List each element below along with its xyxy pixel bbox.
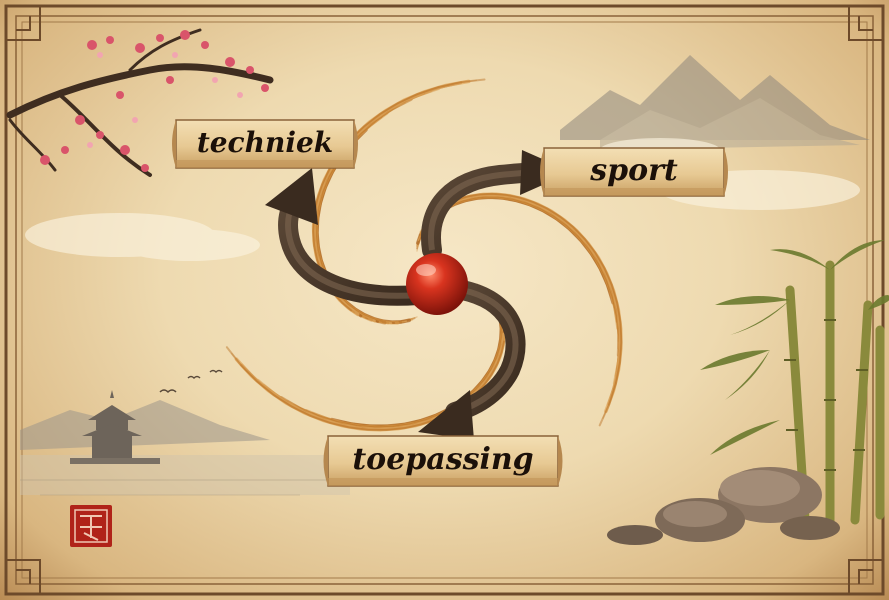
arrow-to-techniek bbox=[265, 168, 418, 296]
scroll-sport bbox=[540, 148, 728, 196]
rocks bbox=[607, 467, 840, 545]
misty-mountains bbox=[560, 55, 870, 150]
red-ball-icon bbox=[406, 253, 468, 315]
red-seal-stamp-icon bbox=[70, 505, 112, 547]
scroll-techniek bbox=[172, 120, 358, 168]
birds bbox=[160, 371, 222, 393]
scroll-toepassing bbox=[324, 436, 563, 486]
